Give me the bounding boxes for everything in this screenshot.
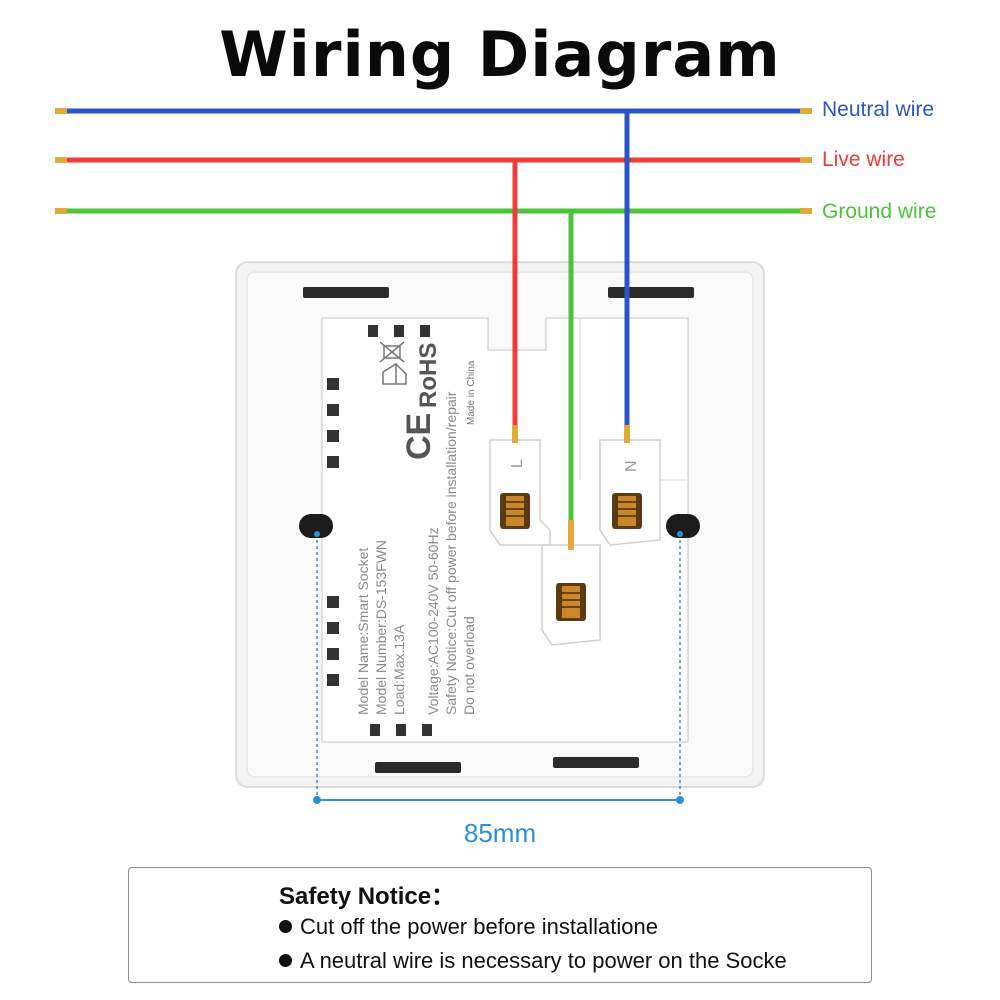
neutral-wire-label: Neutral wire (822, 98, 935, 121)
live-wire (55, 157, 812, 163)
terminal-n-label: N (623, 460, 640, 472)
spec-line-3: Load:Max.13A (391, 624, 407, 715)
spec-line-4: Voltage:AC100-240V 50-60Hz (425, 527, 441, 715)
bottom-vents (370, 724, 432, 736)
page-title: Wiring Diagram (219, 18, 781, 91)
safety-line-1-text: Cut off the power before installatione (300, 914, 658, 939)
width-dimension-label: 85mm (463, 818, 537, 848)
safety-line-1: Cut off the power before installatione (279, 914, 658, 940)
spec-line-2: Model Number:DS-153FWN (373, 540, 389, 715)
left-vents (327, 378, 339, 686)
spec-line-6: Do not overload (461, 616, 477, 715)
bullet-icon (279, 954, 292, 967)
dimension-line (313, 531, 684, 804)
bullet-icon (279, 920, 292, 933)
safety-line-2-text: A neutral wire is necessary to power on … (300, 948, 787, 973)
top-right-clip (608, 287, 694, 298)
left-mount-hole (299, 514, 333, 538)
live-wire-label: Live wire (822, 148, 905, 171)
spec-line-1: Model Name:Smart Socket (355, 548, 371, 715)
bottom-right-clip (553, 757, 639, 768)
neutral-terminal (599, 439, 661, 546)
ground-wire-label: Ground wire (822, 200, 937, 223)
house-icon (382, 362, 407, 385)
top-vents (368, 325, 430, 337)
safety-line-2: A neutral wire is necessary to power on … (279, 948, 787, 974)
top-left-clip (303, 287, 389, 298)
safety-notice-box: Safety Notice： Cut off the power before … (128, 867, 872, 983)
terminal-l-label: L (509, 459, 526, 468)
ground-terminal (541, 544, 601, 646)
right-mount-hole (666, 514, 700, 538)
rohs-mark: RoHS (415, 343, 442, 408)
neutral-wire (55, 108, 812, 114)
weee-bin-icon (379, 341, 405, 363)
live-terminal (489, 439, 551, 546)
spec-line-5: Safety Notice:Cut off power before insta… (443, 391, 459, 715)
ce-mark: CE (400, 413, 438, 460)
ground-wire (55, 208, 812, 214)
safety-notice-title: Safety Notice： (279, 883, 456, 910)
bottom-left-clip (375, 762, 461, 773)
made-in-label: Made in China (466, 360, 477, 425)
